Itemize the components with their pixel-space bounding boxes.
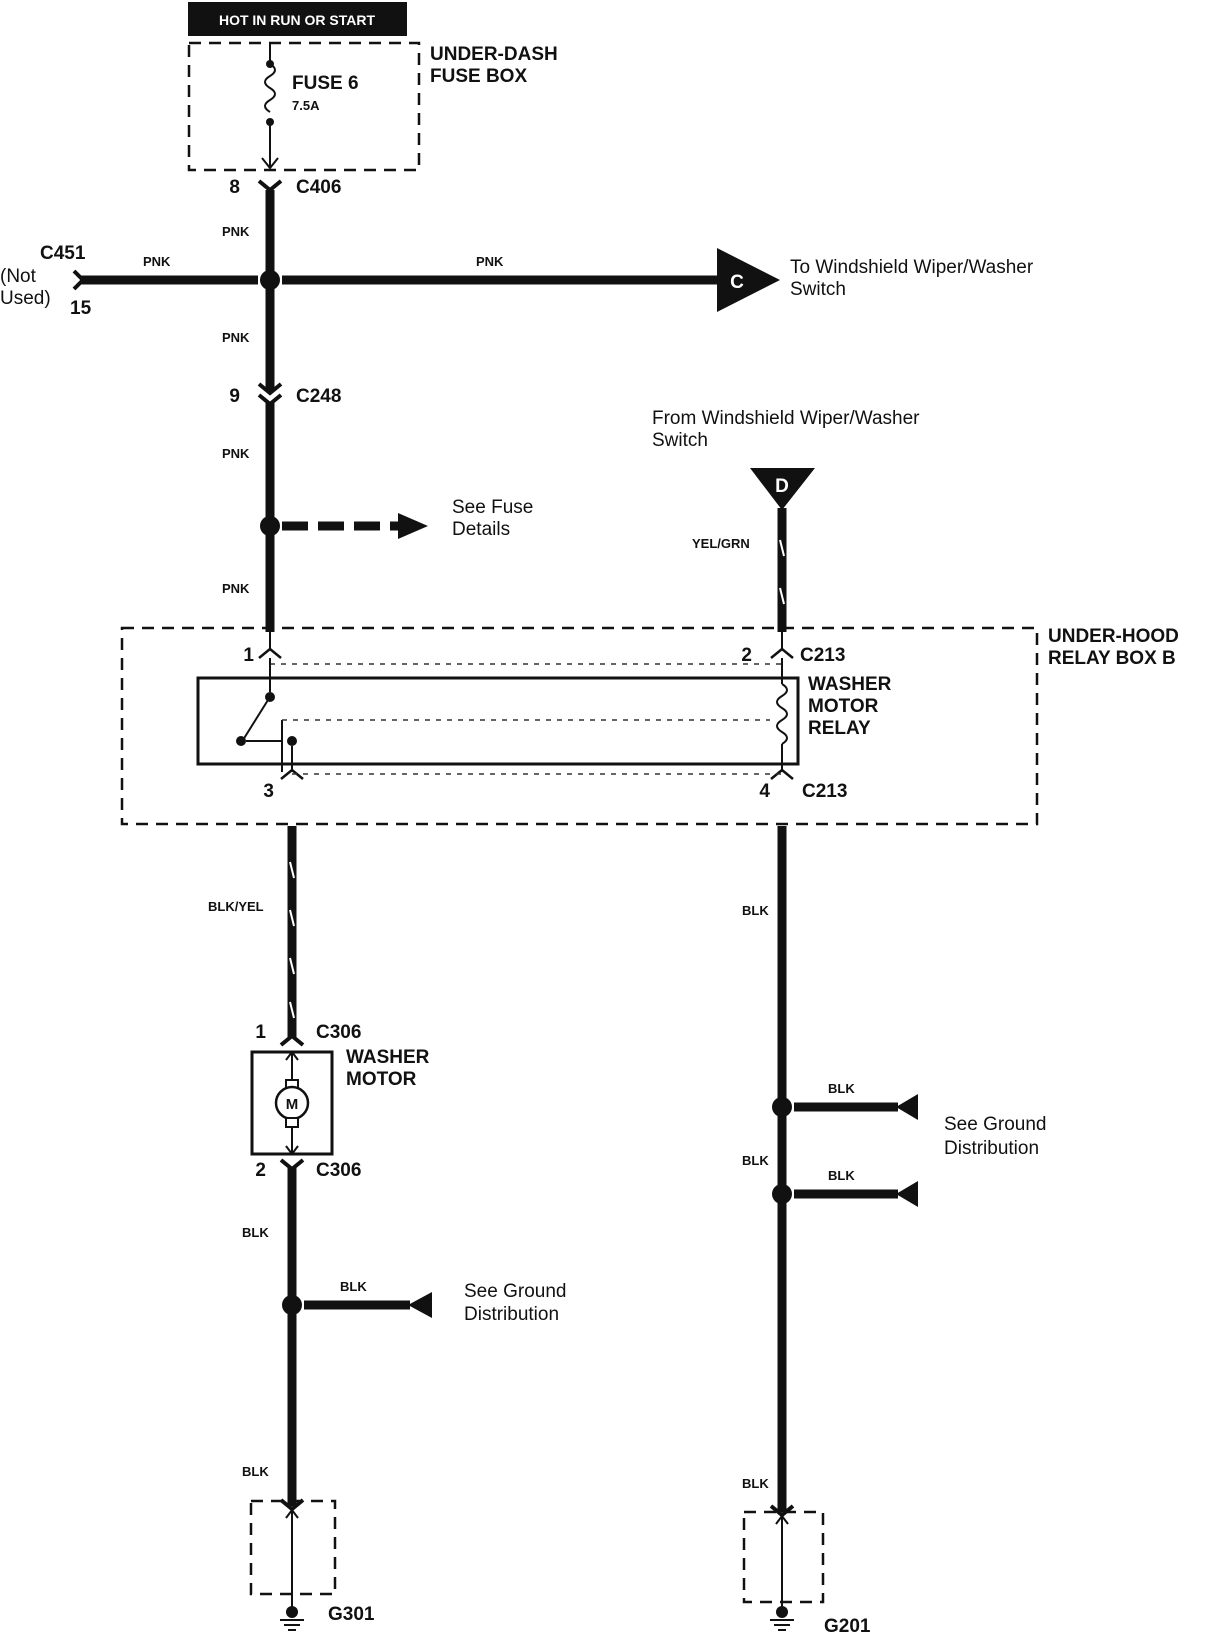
svg-text:WASHER: WASHER [808, 674, 892, 695]
fuse-name: FUSE 6 [292, 73, 359, 94]
svg-text:See Ground: See Ground [464, 1281, 566, 1302]
svg-text:BLK: BLK [742, 1476, 769, 1491]
svg-text:G301: G301 [328, 1604, 375, 1625]
svg-text:PNK: PNK [222, 446, 250, 461]
svg-text:C: C [730, 272, 744, 293]
power-label: HOT IN RUN OR START [188, 2, 407, 36]
svg-text:WASHER: WASHER [346, 1047, 430, 1068]
svg-text:PNK: PNK [222, 581, 250, 596]
svg-text:PNK: PNK [143, 254, 171, 269]
svg-text:Switch: Switch [790, 279, 846, 300]
connector-c213-pin3: 3 [263, 768, 304, 802]
ref-see-ground-distribution-right: See Ground Distribution [944, 1114, 1046, 1159]
svg-text:UNDER-HOOD: UNDER-HOOD [1048, 626, 1179, 647]
svg-text:1: 1 [243, 645, 254, 666]
svg-text:HOT IN RUN OR START: HOT IN RUN OR START [219, 12, 376, 28]
svg-text:Distribution: Distribution [944, 1138, 1039, 1159]
svg-text:G201: G201 [824, 1616, 871, 1634]
motor-symbol: M [286, 1096, 299, 1113]
under-hood-relay-box-b: UNDER-HOOD RELAY BOX B [120, 626, 1179, 826]
svg-text:C306: C306 [316, 1022, 361, 1043]
svg-text:UNDER-DASH: UNDER-DASH [430, 44, 558, 65]
svg-text:See Fuse: See Fuse [452, 497, 533, 518]
svg-text:To Windshield Wiper/Washer: To Windshield Wiper/Washer [790, 257, 1034, 278]
pnk-splice: PNK PNK [80, 254, 720, 290]
blk-yel-wire: BLK/YEL [208, 826, 297, 1038]
svg-text:MOTOR: MOTOR [346, 1069, 417, 1090]
svg-text:RELAY: RELAY [808, 718, 871, 739]
under-dash-fuse-box: UNDER-DASH FUSE BOX [187, 41, 558, 172]
ground-branch-right-2: BLK [794, 1168, 918, 1207]
blk-wire-right: BLK BLK BLK [742, 826, 792, 1512]
svg-text:8: 8 [229, 177, 240, 198]
washer-motor: M WASHER MOTOR [250, 1047, 430, 1156]
svg-text:Used): Used) [0, 288, 51, 309]
svg-text:BLK: BLK [742, 903, 769, 918]
ref-c-to-wiper-switch: C To Windshield Wiper/Washer Switch [717, 248, 1034, 312]
fuse-rating: 7.5A [292, 98, 320, 113]
svg-text:3: 3 [263, 781, 274, 802]
svg-text:BLK: BLK [340, 1279, 367, 1294]
svg-text:15: 15 [70, 298, 92, 319]
yel-grn-wire: YEL/GRN [692, 508, 787, 632]
svg-text:BLK: BLK [742, 1153, 769, 1168]
svg-text:2: 2 [741, 645, 752, 666]
connector-c306-pin2: 2 C306 [255, 1158, 361, 1181]
connector-c248: 9 C248 [229, 382, 341, 407]
svg-text:PNK: PNK [222, 224, 250, 239]
svg-text:C406: C406 [296, 177, 341, 198]
svg-text:2: 2 [255, 1160, 266, 1181]
connector-c213-pin2: 2 C213 [741, 645, 845, 666]
svg-text:PNK: PNK [222, 330, 250, 345]
ground-g201: G201 [742, 1504, 871, 1634]
svg-text:C306: C306 [316, 1160, 361, 1181]
svg-text:D: D [775, 476, 789, 497]
svg-text:4: 4 [759, 781, 770, 802]
svg-text:From Windshield Wiper/Washer: From Windshield Wiper/Washer [652, 408, 920, 429]
connector-c451: C451 (Not Used) 15 [0, 243, 92, 319]
svg-text:1: 1 [255, 1022, 266, 1043]
fuse-6: FUSE 6 7.5A [261, 43, 359, 170]
svg-text:YEL/GRN: YEL/GRN [692, 536, 750, 551]
connector-c406: 8 C406 [229, 177, 341, 198]
svg-text:BLK: BLK [828, 1081, 855, 1096]
pnk-wire-main: PNK PNK PNK PNK [222, 190, 275, 632]
svg-text:Distribution: Distribution [464, 1304, 559, 1325]
ref-see-fuse-details: See Fuse Details [260, 497, 533, 540]
svg-text:BLK: BLK [828, 1168, 855, 1183]
blk-wire-left: BLK BLK [242, 1168, 302, 1506]
connector-c306-pin1: 1 C306 [255, 1022, 361, 1047]
svg-text:Details: Details [452, 519, 510, 540]
washer-motor-relay: WASHER MOTOR RELAY [196, 632, 892, 775]
svg-text:MOTOR: MOTOR [808, 696, 879, 717]
svg-text:(Not: (Not [0, 266, 37, 287]
ground-g301: G301 [249, 1498, 375, 1631]
svg-text:See Ground: See Ground [944, 1114, 1046, 1135]
svg-text:9: 9 [229, 386, 240, 407]
svg-text:C213: C213 [800, 645, 845, 666]
ref-d-from-wiper-switch: From Windshield Wiper/Washer Switch D [652, 408, 920, 510]
svg-text:PNK: PNK [476, 254, 504, 269]
svg-text:C248: C248 [296, 386, 341, 407]
svg-text:Switch: Switch [652, 430, 708, 451]
svg-text:BLK: BLK [242, 1225, 269, 1240]
svg-text:FUSE BOX: FUSE BOX [430, 66, 527, 87]
svg-text:RELAY BOX B: RELAY BOX B [1048, 648, 1176, 669]
connector-c213-pin1: 1 [243, 645, 282, 666]
ground-branch-right-1: BLK [794, 1081, 918, 1120]
ground-branch-left: BLK See Ground Distribution [304, 1279, 566, 1325]
svg-text:C213: C213 [802, 781, 847, 802]
connector-c213-pin4: 4 C213 [759, 768, 847, 802]
svg-text:C451: C451 [40, 243, 86, 264]
svg-text:BLK/YEL: BLK/YEL [208, 899, 264, 914]
svg-text:BLK: BLK [242, 1464, 269, 1479]
